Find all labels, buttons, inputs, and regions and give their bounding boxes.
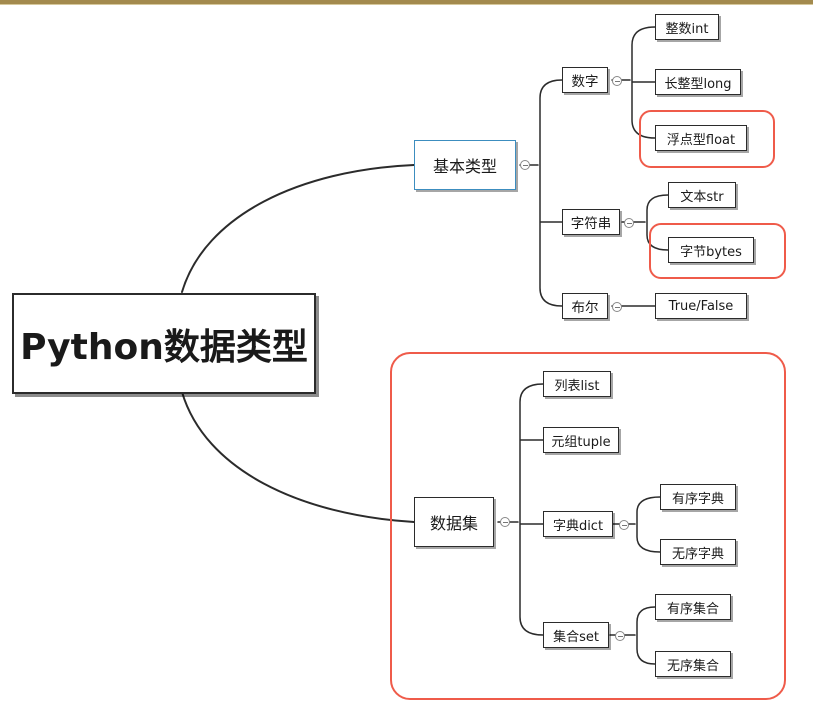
- node-dict[interactable]: 字典dict: [543, 511, 613, 537]
- node-true-false[interactable]: True/False: [655, 293, 747, 319]
- collapse-collections-icon[interactable]: [500, 517, 510, 527]
- highlight-float: [639, 110, 775, 168]
- collapse-set-icon[interactable]: [615, 631, 625, 641]
- collapse-number-icon[interactable]: [612, 76, 622, 86]
- node-basic-types[interactable]: 基本类型: [414, 140, 516, 190]
- root-node[interactable]: Python数据类型: [12, 293, 316, 394]
- node-string[interactable]: 字符串: [562, 209, 620, 235]
- node-ordered-set[interactable]: 有序集合: [655, 594, 731, 620]
- node-float[interactable]: 浮点型float: [655, 125, 747, 151]
- top-border: [0, 0, 813, 5]
- node-collections[interactable]: 数据集: [414, 497, 494, 547]
- node-int[interactable]: 整数int: [655, 14, 719, 40]
- connector-root-collections: [181, 391, 415, 523]
- highlight-bytes: [649, 223, 786, 279]
- node-ordered-dict[interactable]: 有序字典: [660, 484, 736, 510]
- node-number[interactable]: 数字: [562, 67, 608, 93]
- collapse-string-icon[interactable]: [624, 218, 634, 228]
- node-tuple[interactable]: 元组tuple: [543, 427, 619, 453]
- node-bytes[interactable]: 字节bytes: [668, 237, 754, 263]
- node-list[interactable]: 列表list: [543, 371, 611, 397]
- highlight-collections: [390, 352, 786, 700]
- node-unordered-set[interactable]: 无序集合: [655, 651, 731, 677]
- node-long[interactable]: 长整型long: [655, 69, 741, 95]
- node-unordered-dict[interactable]: 无序字典: [660, 539, 736, 565]
- node-set[interactable]: 集合set: [543, 622, 609, 648]
- collapse-dict-icon[interactable]: [619, 520, 629, 530]
- connector-basic-bracket: [519, 79, 563, 307]
- collapse-basic-icon[interactable]: [520, 160, 530, 170]
- connector-root-basic: [181, 164, 415, 293]
- node-str[interactable]: 文本str: [668, 182, 736, 208]
- node-bool[interactable]: 布尔: [562, 293, 608, 319]
- collapse-bool-icon[interactable]: [612, 302, 622, 312]
